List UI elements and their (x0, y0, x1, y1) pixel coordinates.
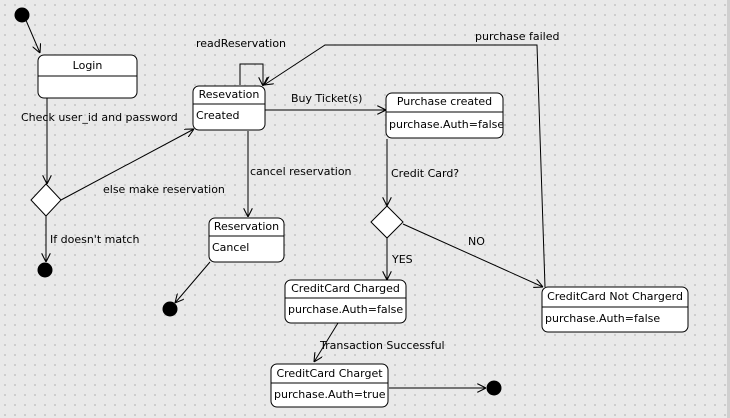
edge-read-reservation-selfloop (239, 63, 263, 86)
final-node-charget (486, 380, 502, 396)
state-creditcard-charged-body: purchase.Auth=false (288, 303, 403, 316)
edge-start-to-login (24, 17, 40, 53)
vertical-scrollbar[interactable] (727, 0, 730, 418)
state-creditcard-charged-name: CreditCard Charged (291, 282, 400, 295)
label-read-reservation: readReservation (196, 37, 286, 50)
state-reservation-cancel[interactable]: Reservation Cancel (208, 217, 285, 263)
label-transaction-successful: Transaction Successful (319, 339, 445, 352)
state-reservation-created-body: Created (196, 109, 240, 122)
decision-node-credit-card[interactable] (370, 205, 404, 239)
state-purchase-created-body: purchase.Auth=false (389, 118, 504, 131)
edge-cancel-to-final (175, 261, 211, 303)
state-reservation-created-name: Resevation (199, 88, 260, 101)
edge-decision-to-reservation (60, 129, 194, 201)
label-check-credentials: Check user_id and password (21, 111, 178, 124)
state-creditcard-charged[interactable]: CreditCard Charged purchase.Auth=false (284, 279, 407, 324)
state-creditcard-charget[interactable]: CreditCard Charget purchase.Auth=true (270, 363, 389, 408)
label-cancel-reservation: cancel reservation (250, 165, 352, 178)
state-login-name: Login (73, 59, 103, 72)
edge-transaction-successful (314, 322, 339, 362)
final-node-cancel (162, 301, 178, 317)
edge-purchase-failed (264, 44, 546, 288)
edge-no (402, 223, 543, 287)
label-no: NO (468, 235, 485, 248)
state-creditcard-not-charged-body: purchase.Auth=false (545, 312, 660, 325)
state-reservation-created[interactable]: Resevation Created (192, 85, 266, 131)
state-login[interactable]: Login (37, 54, 138, 99)
label-purchase-failed: purchase failed (475, 30, 559, 43)
state-reservation-cancel-body: Cancel (212, 241, 249, 254)
initial-node (14, 7, 30, 23)
label-buy-tickets: Buy Ticket(s) (291, 92, 362, 105)
state-purchase-created[interactable]: Purchase created purchase.Auth=false (385, 92, 504, 139)
label-credit-card: Credit Card? (391, 167, 459, 180)
state-purchase-created-name: Purchase created (397, 95, 492, 108)
state-creditcard-charget-body: purchase.Auth=true (274, 388, 386, 401)
state-creditcard-charget-name: CreditCard Charget (276, 367, 383, 380)
label-else-make-reservation: else make reservation (103, 183, 225, 196)
state-reservation-cancel-name: Reservation (214, 220, 279, 233)
state-creditcard-not-charged-name: CreditCard Not Chargerd (547, 290, 683, 303)
label-if-doesnt-match: If doesn't match (50, 233, 139, 246)
state-creditcard-not-charged[interactable]: CreditCard Not Chargerd purchase.Auth=fa… (541, 286, 689, 333)
final-node-login (37, 262, 53, 278)
label-yes: YES (391, 253, 413, 266)
decision-node-login[interactable] (30, 183, 62, 217)
